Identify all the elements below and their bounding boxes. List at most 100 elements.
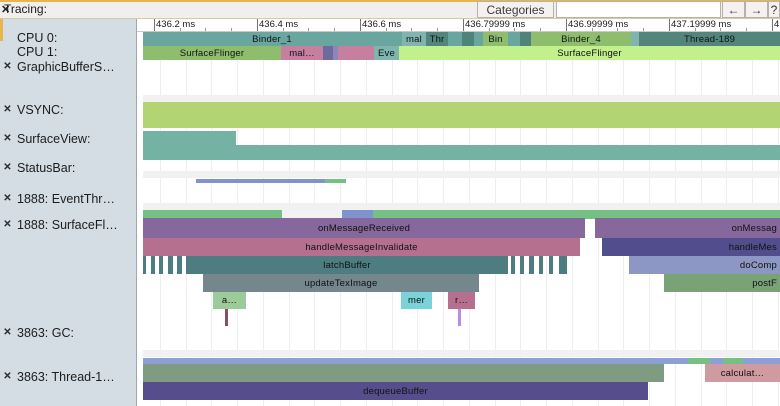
categories-filter-input[interactable] [556, 1, 721, 18]
cpu1-slice[interactable] [323, 46, 333, 60]
cpu0-slice[interactable] [520, 32, 531, 46]
cpu0-slice[interactable]: Bin [483, 32, 508, 46]
sidebar-accent-stripe [0, 19, 3, 41]
surfaceflinger-slice[interactable] [151, 256, 155, 274]
eventthread-bar[interactable] [196, 179, 325, 183]
vsync-bar[interactable] [143, 102, 780, 128]
track-label-eventthread[interactable]: ✕ 1888: EventThr… [0, 192, 137, 206]
surfaceflinger-slice[interactable] [168, 256, 173, 274]
surfaceflinger-slice[interactable] [177, 256, 182, 274]
window-close-marker[interactable]: ✕ [1, 4, 11, 16]
statusbar-bar[interactable] [143, 145, 780, 160]
cpu0-slice[interactable] [474, 32, 483, 46]
cpu0-slice[interactable]: Thread-189 [639, 32, 780, 46]
surfaceflinger-slice[interactable] [159, 256, 163, 274]
track-label-vsync[interactable]: ✕ VSYNC: [0, 103, 137, 117]
surfaceflinger-slice[interactable]: mer [401, 292, 432, 309]
ruler-tick-label: 437.19999 ms [671, 19, 732, 30]
close-icon[interactable]: ✕ [3, 61, 12, 72]
surfaceflinger-slice[interactable] [539, 256, 543, 274]
track-label-text: 3863: GC: [17, 326, 74, 340]
close-icon[interactable]: ✕ [3, 133, 12, 144]
cpu0-slice[interactable] [631, 32, 639, 46]
track-label-cpu-1[interactable]: ✕CPU 1: [0, 45, 137, 59]
cpu0-slice[interactable]: Thr [426, 32, 448, 46]
close-icon[interactable]: ✕ [3, 193, 12, 204]
surfaceflinger-cpu-band[interactable] [342, 210, 373, 219]
surfaceflinger-slice[interactable]: onMessageReceived [143, 218, 585, 238]
track-label-thread-1[interactable]: ✕3863: Thread-1… [0, 370, 137, 384]
surfaceflinger-slice[interactable]: onMessag [595, 218, 780, 238]
surfaceflinger-cpu-band[interactable] [282, 210, 342, 219]
surfaceflinger-slice[interactable] [520, 256, 524, 274]
categories-button[interactable]: Categories [477, 1, 554, 18]
ruler-tick-label: 4 [774, 19, 780, 30]
surfaceflinger-slice[interactable] [549, 256, 553, 274]
track-label-cpu-0[interactable]: ✕CPU 0: [0, 31, 137, 45]
thread1-slice[interactable]: dequeueBuffer [143, 382, 648, 400]
thread1-cpu-band[interactable] [723, 358, 743, 364]
close-icon[interactable]: ✕ [3, 219, 12, 230]
track-label-graphicbuffers[interactable]: ✕GraphicBufferS… [0, 60, 137, 74]
track-label-text: 1888: EventThr… [17, 192, 115, 206]
nav-forward-button[interactable]: → [745, 1, 768, 18]
cpu0-slice[interactable] [397, 32, 402, 46]
track-label-surfaceflinger[interactable]: ✕1888: SurfaceFl… [0, 218, 137, 232]
surfaceflinger-slice[interactable]: updateTexImage [203, 274, 479, 292]
thread1-cpu-band[interactable] [143, 358, 688, 364]
cpu0-slice[interactable] [143, 32, 147, 46]
surfaceflinger-cpu-band[interactable] [530, 210, 780, 219]
surfaceflinger-cpu-band[interactable] [373, 210, 530, 219]
surfaceflinger-slice[interactable]: latchBuffer [186, 256, 508, 274]
track-label-surfaceview[interactable]: ✕SurfaceView: [0, 132, 137, 146]
surfaceflinger-slice[interactable]: handleMessageInvalidate [143, 238, 580, 256]
surfaceflinger-slice[interactable] [559, 256, 567, 274]
close-icon[interactable]: ✕ [3, 327, 12, 338]
ruler-tick-minor [489, 28, 490, 31]
surfaceflinger-slice[interactable] [511, 256, 515, 274]
track-label-gc[interactable]: ✕ 3863: GC: [0, 326, 137, 340]
surfaceflinger-slice[interactable]: doComp [629, 256, 780, 274]
close-icon[interactable]: ✕ [3, 104, 12, 115]
cpu1-slice[interactable] [338, 46, 374, 60]
title-accent-stripe [0, 0, 780, 2]
surfaceflinger-cpu-band[interactable] [143, 210, 282, 219]
ruler-tick-minor [746, 28, 747, 31]
help-button[interactable]: ? [768, 1, 780, 18]
cpu1-slice[interactable] [333, 46, 338, 60]
surfaceflinger-slice[interactable]: r… [448, 292, 475, 309]
cpu1-slice[interactable]: SurfaceFlinger [143, 46, 281, 60]
close-icon[interactable]: ✕ [3, 371, 12, 382]
ruler-tick-label: 436.99999 ms [568, 19, 629, 30]
cpu0-slice[interactable]: Binder_1 [147, 32, 397, 46]
row-separator-band [143, 171, 780, 178]
surfaceflinger-slice[interactable]: postF [664, 274, 780, 292]
cpu1-slice[interactable]: mal… [281, 46, 323, 60]
cpu0-slice[interactable]: Binder_4 [531, 32, 631, 46]
thread1-cpu-band[interactable] [743, 358, 780, 364]
cpu1-slice[interactable]: Eve [374, 46, 399, 60]
track-label-text: VSYNC: [17, 103, 64, 117]
nav-back-button[interactable]: ← [722, 1, 745, 18]
thread1-slice[interactable] [143, 364, 664, 382]
cpu0-slice[interactable] [462, 32, 474, 46]
surfaceflinger-slice[interactable] [529, 256, 534, 274]
cpu1-slice[interactable]: SurfaceFlinger [399, 46, 780, 60]
ruler-tick-minor [205, 28, 206, 31]
thread1-cpu-band[interactable] [710, 358, 723, 364]
surfaceflinger-slice[interactable]: handleMes [602, 238, 780, 256]
surfaceview-bar[interactable] [143, 131, 236, 145]
track-label-statusbar[interactable]: ✕StatusBar: [0, 161, 137, 175]
cpu0-slice[interactable] [448, 32, 462, 46]
cpu0-slice[interactable] [508, 32, 520, 46]
ruler-tick-minor [617, 28, 618, 31]
close-icon[interactable]: ✕ [3, 162, 12, 173]
cpu0-slice[interactable]: mal [402, 32, 426, 46]
thread1-cpu-band[interactable] [688, 358, 710, 364]
surfaceflinger-slice[interactable] [143, 256, 146, 274]
eventthread-bar[interactable] [325, 179, 346, 183]
surfaceflinger-slice[interactable]: a… [213, 292, 246, 309]
thread1-slice[interactable]: calculat… [705, 364, 780, 382]
